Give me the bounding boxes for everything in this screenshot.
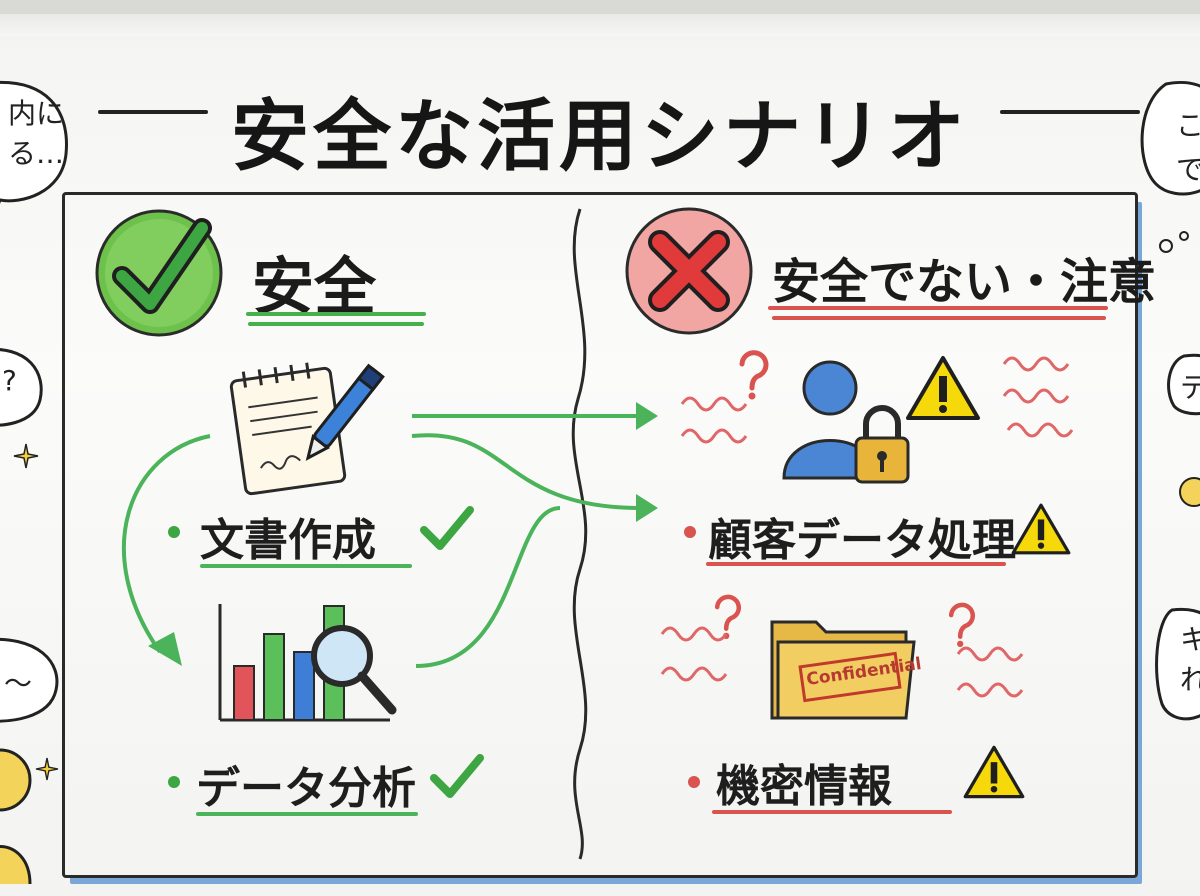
title-rule-right [1000, 110, 1140, 114]
safe-heading: 安全 [252, 250, 377, 323]
user-lock-icon [782, 360, 910, 484]
speech-bubble-left-2 [0, 348, 43, 427]
curved-arrow [122, 434, 211, 666]
safe-item-1-underline [200, 564, 412, 568]
lightbulb-doodle [1179, 477, 1200, 507]
safe-item-2-underline [196, 812, 418, 816]
question-mark-icon [739, 350, 769, 400]
safe-bullet-1 [168, 526, 180, 538]
sparkle-icon [35, 757, 59, 781]
sparkle-icon [13, 443, 39, 469]
connecting-arrows [411, 402, 658, 668]
unsafe-bullet-1 [684, 526, 696, 538]
right-bubble-text-1: こ で [1176, 109, 1200, 186]
squiggle-lines [1002, 356, 1074, 438]
squiggle-lines [680, 396, 748, 444]
board-title: 安全な活用シナリオ [230, 92, 969, 182]
content-frame [62, 192, 1138, 878]
safe-heading-underline [246, 312, 426, 316]
confidential-folder-icon [770, 620, 916, 720]
safe-heading-underline-2 [248, 322, 424, 326]
left-bubble-text-3: 〜 [4, 667, 33, 700]
warning-triangle-icon [963, 745, 1025, 799]
unsafe-heading: 安全でない・注意 [772, 254, 1157, 310]
question-mark-icon [948, 602, 976, 648]
speech-bubble-right-1 [1140, 81, 1200, 196]
squiggle-lines [660, 626, 728, 682]
left-bubble-text-2: ? [2, 364, 17, 397]
unsafe-bullet-2 [688, 776, 700, 788]
x-circle-icon [625, 207, 753, 335]
speech-bubble-left-1 [0, 81, 68, 204]
left-bubble-text-1: 内に る… [8, 97, 65, 170]
speech-bubble-left-3 [0, 637, 59, 723]
checkmark-circle-icon [95, 209, 223, 337]
unsafe-item-customer-data: 顧客データ処理 [708, 515, 1016, 566]
character-doodle-left [0, 748, 32, 885]
unsafe-heading-underline [768, 306, 1108, 310]
unsafe-item-1-underline [706, 562, 1006, 566]
squiggle-lines [956, 646, 1024, 698]
small-circles-doodle [1159, 231, 1189, 253]
whiteboard: 安全な活用シナリオ 安全 文書作成 [0, 14, 1200, 896]
small-check-icon [430, 754, 484, 798]
speech-bubble-right-3 [1155, 607, 1200, 721]
unsafe-item-confidential-info: 機密情報 [716, 761, 892, 812]
speech-bubble-right-2 [1167, 353, 1200, 416]
warning-triangle-icon [1011, 503, 1071, 555]
right-bubble-text-2: テ [1180, 371, 1200, 404]
wavy-divider [571, 208, 588, 860]
unsafe-heading-underline-2 [772, 316, 1106, 320]
small-check-icon [420, 506, 474, 550]
whiteboard-top-rail [0, 14, 1200, 36]
bar-chart-magnifier-icon [218, 604, 397, 722]
notepad-pen-icon [229, 362, 385, 496]
safe-item-document: 文書作成 [200, 515, 376, 566]
warning-triangle-icon [906, 356, 980, 420]
title-rule-left [98, 110, 208, 114]
unsafe-item-2-underline [712, 810, 952, 814]
safe-item-data-analysis: データ分析 [196, 763, 416, 814]
right-bubble-text-3: キ れ [1180, 623, 1200, 696]
safe-bullet-2 [168, 776, 180, 788]
